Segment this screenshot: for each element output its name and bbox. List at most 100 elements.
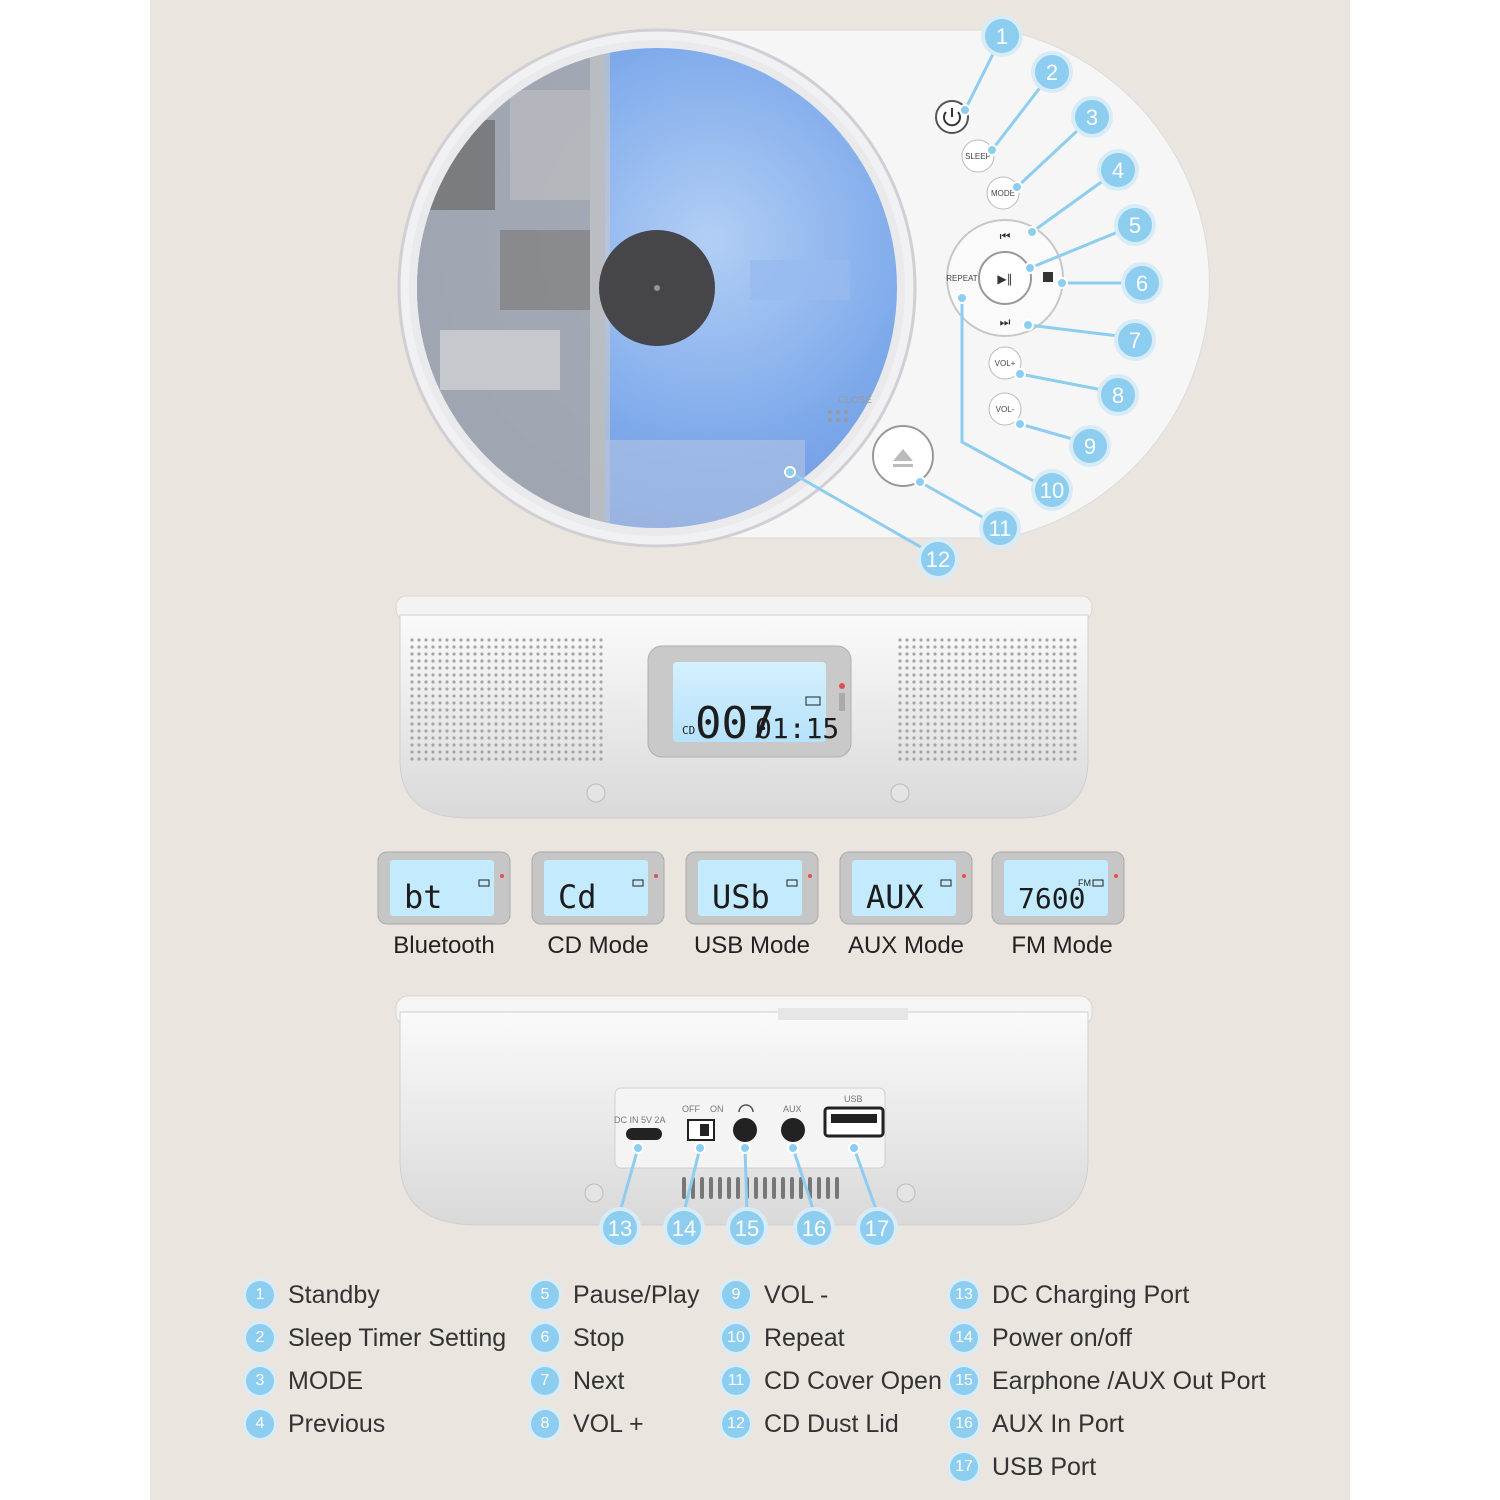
callout-5: 5 [1114,204,1156,246]
legend-number: 8 [531,1410,559,1438]
callout-15: 15 [726,1207,768,1249]
vol-up-button[interactable]: VOL+ [988,346,1022,380]
svg-text:SLEEP: SLEEP [965,152,991,161]
callout-6: 6 [1121,262,1163,304]
legend-label: VOL + [573,1409,644,1438]
legend-number: 1 [246,1281,274,1309]
legend-number: 11 [722,1367,750,1395]
legend-label: Next [573,1366,625,1395]
legend-item: 1 Standby [246,1278,380,1312]
legend-number: 13 [950,1281,978,1309]
svg-text:2: 2 [1046,60,1058,85]
status-led [839,683,845,689]
legend-label: Stop [573,1323,625,1352]
top-callouts: 1 2 3 4 5 6 7 8 9 10 11 12 [917,15,1163,580]
svg-text:9: 9 [1084,434,1096,459]
mode-label-usb: USB Mode [693,932,811,959]
callout-3: 3 [1071,96,1113,138]
battery-icon [1092,879,1104,887]
callout-7: 7 [1114,319,1156,361]
svg-text:13: 13 [608,1216,632,1241]
headphone-icon [738,1104,754,1113]
legend-item: 6 Stop [531,1321,624,1355]
svg-text:10: 10 [1040,478,1064,503]
svg-text:5: 5 [1129,213,1141,238]
legend-label: CD Dust Lid [764,1409,899,1438]
legend-label: Repeat [764,1323,845,1352]
pause-play-icon: ▶∥ [997,272,1012,286]
legend-label: Earphone /AUX Out Port [992,1366,1266,1395]
callout-13: 13 [599,1207,641,1249]
pause-play-button[interactable] [978,251,1032,305]
callout-2: 2 [1031,51,1073,93]
power-icon [943,111,961,127]
fm-indicator: FM [1078,878,1091,888]
mode-display-text: bt [404,878,443,916]
mode-display-4: AUX [839,851,973,925]
earphone-aux-out-port[interactable] [733,1118,757,1142]
dc-charging-port[interactable] [626,1128,662,1140]
repeat-button[interactable]: REPEAT [946,274,978,283]
legend-number: 14 [950,1324,978,1352]
svg-text:4: 4 [1112,158,1124,183]
mode-display-text: AUX [866,878,924,916]
callout-8: 8 [1097,374,1139,416]
mode-button[interactable]: MODE [986,176,1020,210]
back-view: DC IN 5V 2A OFF ON AUX USB 13 [395,995,1093,1249]
next-button[interactable]: ⏭ [1000,315,1011,329]
cd-cover-open-button[interactable] [872,425,934,487]
callout-9: 9 [1069,425,1111,467]
callout-14: 14 [663,1207,705,1249]
stop-button[interactable] [1043,272,1053,282]
legend-item: 8 VOL + [531,1407,644,1441]
aux-in-port[interactable] [781,1118,805,1142]
vol-down-button[interactable]: VOL- [988,392,1022,426]
legend-item: 13 DC Charging Port [950,1278,1189,1312]
speaker-grill-right [898,638,1077,761]
sleep-button[interactable]: SLEEP [961,139,995,173]
callout-16: 16 [793,1207,835,1249]
lcd-time: 01:15 [755,712,839,745]
front-lcd-display [673,662,826,742]
legend-number: 6 [531,1324,559,1352]
svg-text:11: 11 [989,516,1012,541]
aux-label: AUX [783,1104,802,1114]
legend-number: 3 [246,1367,274,1395]
svg-text:16: 16 [802,1216,826,1241]
previous-button[interactable]: ⏮ [1000,229,1011,243]
svg-text:1: 1 [996,24,1008,49]
device-illustration: CLOSE SLEEP MODE ▶∥ ⏮ ⏭ REPEAT [377,15,1210,1249]
control-ring: ▶∥ ⏮ ⏭ REPEAT [946,219,1064,337]
svg-text:MODE: MODE [991,189,1015,198]
on-label: ON [710,1104,724,1114]
mode-label-cd: CD Mode [547,932,649,959]
mode-display-text: USb [712,878,770,916]
svg-text:14: 14 [672,1216,696,1241]
svg-text:3: 3 [1086,105,1098,130]
callout-11: 11 [979,507,1021,549]
legend-number: 17 [950,1453,978,1481]
legend-label: Previous [288,1409,386,1438]
product-diagram-canvas: CLOSE SLEEP MODE ▶∥ ⏮ ⏭ REPEAT [150,0,1350,1500]
legend-number: 2 [246,1324,274,1352]
svg-text:VOL+: VOL+ [995,359,1016,368]
legend-label: Standby [288,1280,380,1309]
legend-label: Power on/off [992,1323,1132,1352]
svg-text:15: 15 [735,1216,759,1241]
ventilation-slots [682,1177,839,1199]
legend-label: DC Charging Port [992,1280,1190,1309]
legend-number: 5 [531,1281,559,1309]
legend-item: 2 Sleep Timer Setting [246,1321,506,1355]
legend-label: Sleep Timer Setting [288,1323,507,1352]
callout-1: 1 [981,15,1023,57]
